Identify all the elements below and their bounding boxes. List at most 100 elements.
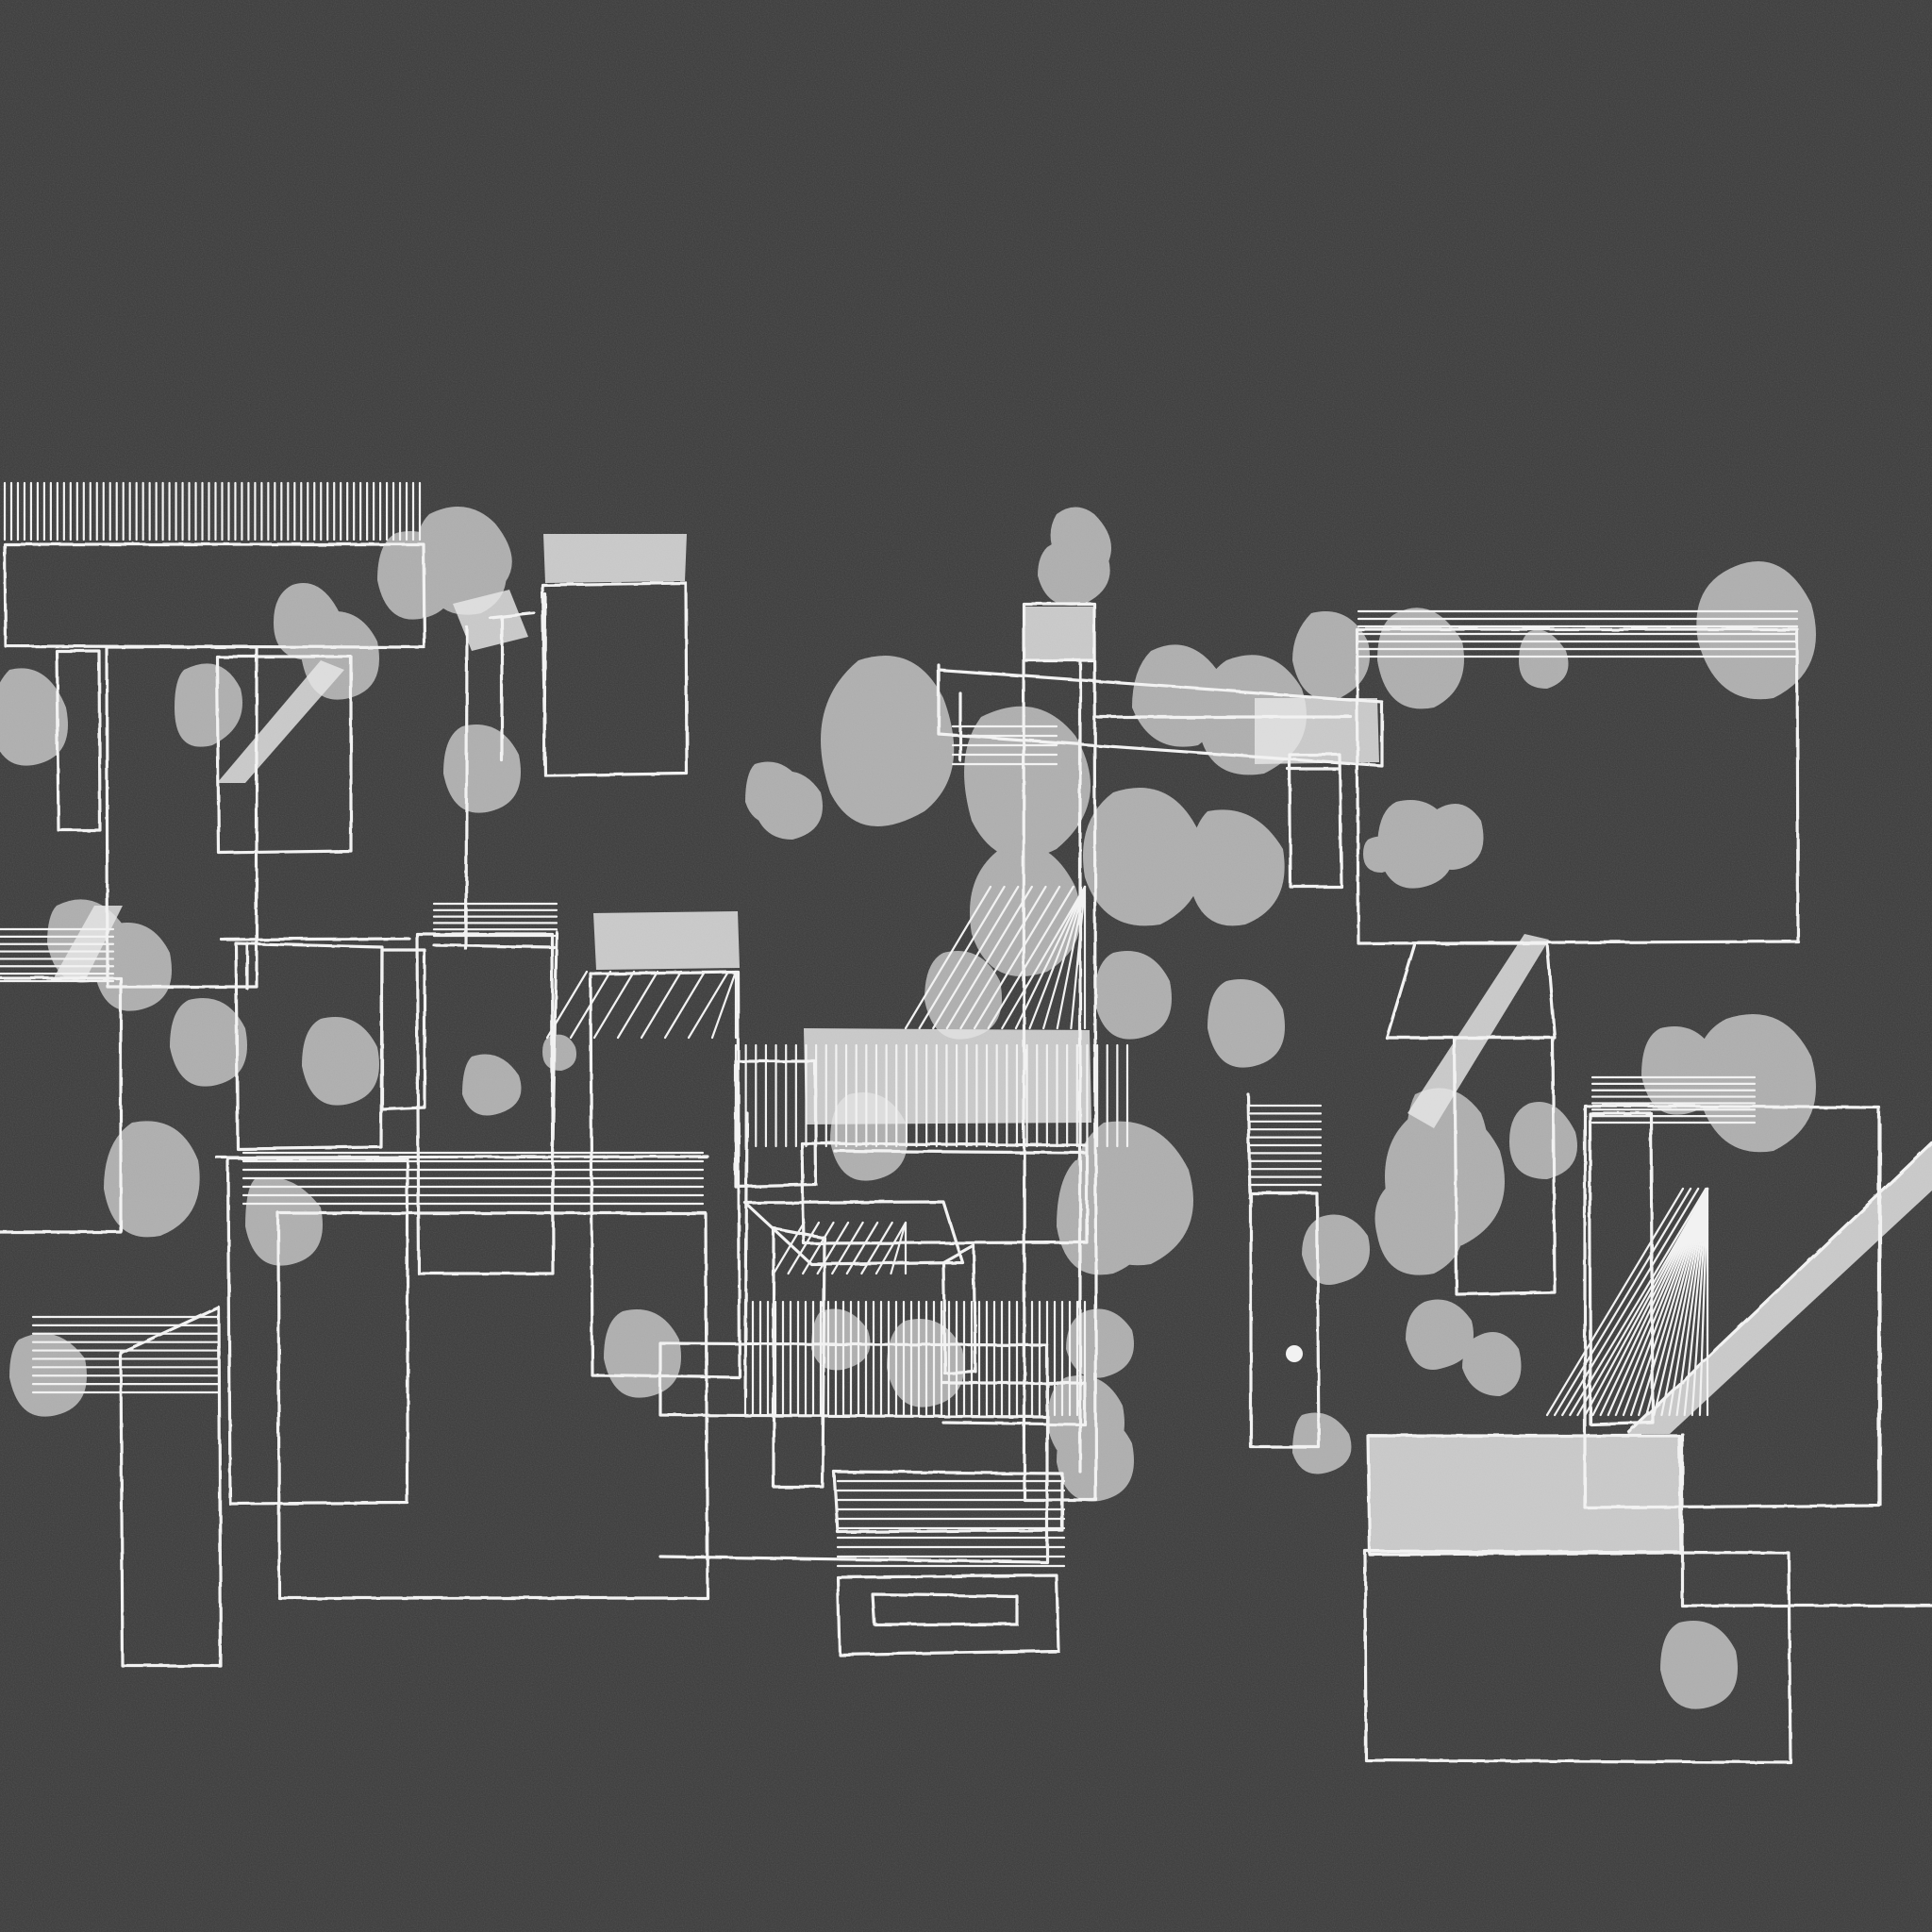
hatch-stroke [1591,1187,1709,1417]
blob-shape [1660,1621,1738,1709]
hatch-stroke [772,1221,806,1275]
sketch-rect [836,1574,1060,1657]
blob-shape [377,531,455,620]
sketch-rect [772,1226,826,1489]
hatch-stroke [1042,885,1087,1030]
hatch-stroke [710,970,738,1040]
hatch-stroke [1001,885,1087,1030]
blob-shape [1208,979,1285,1068]
sketch-rect [658,1413,1049,1564]
hatch-stroke [987,885,1074,1030]
sketch-rect [1627,1141,1932,1434]
hatch-stroke [1668,1187,1709,1417]
hatch-stroke [890,1221,908,1275]
hatch-stroke [1070,885,1087,1030]
hatch-stroke [1683,1187,1709,1417]
blob-shape [1641,1026,1719,1115]
blob-shape [170,998,247,1087]
hatch-stroke [1698,1187,1709,1417]
sketch-rect [3,542,426,649]
blob-shape [745,761,805,824]
hatch-stroke [1607,1187,1709,1417]
sketch-rect [220,937,411,941]
sketch-rect [0,976,123,1234]
hatch-stroke [569,970,612,1040]
hatch-stroke [845,1221,879,1275]
sketch-rect [234,941,384,1151]
hatch-stroke [918,885,1006,1030]
blob-shape [1509,1102,1577,1179]
hatch-stroke [1056,885,1087,1030]
sketch-rect [1249,1191,1321,1449]
dot-mark [1286,1345,1303,1362]
hatch-stroke [904,885,992,1030]
blob-shape [175,663,242,747]
hatch-stroke [1584,1187,1709,1417]
hatch-stroke [959,885,1047,1030]
sketch-rect [380,948,426,1111]
sketch-rect [871,1592,1019,1626]
hatch-stroke [932,885,1020,1030]
fill-shape [593,911,740,970]
hatch-stroke [1599,1187,1709,1417]
sketch-rect [464,625,469,951]
blob-shape [1363,836,1397,873]
sketch-rect [833,1149,1087,1155]
blob-shape [1094,951,1172,1040]
hatch-stroke [1660,1187,1709,1417]
blob-shape [302,1017,379,1106]
hatch-stroke [687,970,730,1040]
sketch-rect [119,1306,223,1668]
blob-shape [1292,1412,1352,1474]
sketch-rect [1288,753,1343,889]
fill-shape [543,534,687,583]
hatch-stroke [1675,1187,1709,1417]
blob-shape [1519,629,1569,689]
sketch-rect [589,970,741,1379]
sketch-rect [832,1470,1064,1534]
sketch-rect [1022,602,1098,1502]
hatch-stroke [1645,1187,1709,1417]
sketch-rect [1680,1432,1932,1607]
blob-shape [1066,1308,1134,1378]
hatch-stroke [1014,885,1087,1030]
hatch-stroke [831,1221,864,1275]
hatch-stroke [1622,1187,1709,1417]
sketch-rect [105,645,258,989]
sketch-rect [1366,1434,1683,1557]
hatch-layer [0,481,1799,1568]
blob-shape [1385,1108,1505,1250]
hatch-stroke [1614,1187,1709,1417]
sketch-rect [432,943,556,949]
fill-shape [1024,607,1094,660]
fill-shape [453,590,528,651]
hatch-stroke [1569,1187,1707,1417]
sketch-rect [215,1155,709,1159]
line-layer [0,542,1932,1764]
hatch-stroke [1629,1187,1709,1417]
sketch-rect [800,1141,1089,1245]
hatch-stroke [1553,1187,1692,1417]
hatch-stroke [545,970,589,1040]
hatch-stroke [640,970,683,1040]
sketch-rect [542,592,547,766]
hatch-stroke [945,885,1033,1030]
fill-shape [217,660,344,783]
hatch-stroke [1028,885,1087,1030]
sketch-rect [1385,941,1557,1040]
hatch-stroke [616,970,659,1040]
blob-shape [1292,611,1370,700]
fill-shape [1407,934,1549,1128]
hatch-stroke [1638,1187,1709,1417]
blob-shape [1083,788,1203,926]
sketch-rect [1355,627,1800,945]
blob-shape [1406,1299,1474,1370]
hatch-stroke [1690,1187,1709,1417]
blob-shape [1462,1332,1522,1396]
blob-shape [924,951,1002,1040]
sketch-rect [743,1200,964,1266]
hatch-stroke [1576,1187,1709,1417]
sketch-rect [215,655,353,855]
sketch-rect [489,611,536,620]
sketch-rect [276,1211,709,1600]
